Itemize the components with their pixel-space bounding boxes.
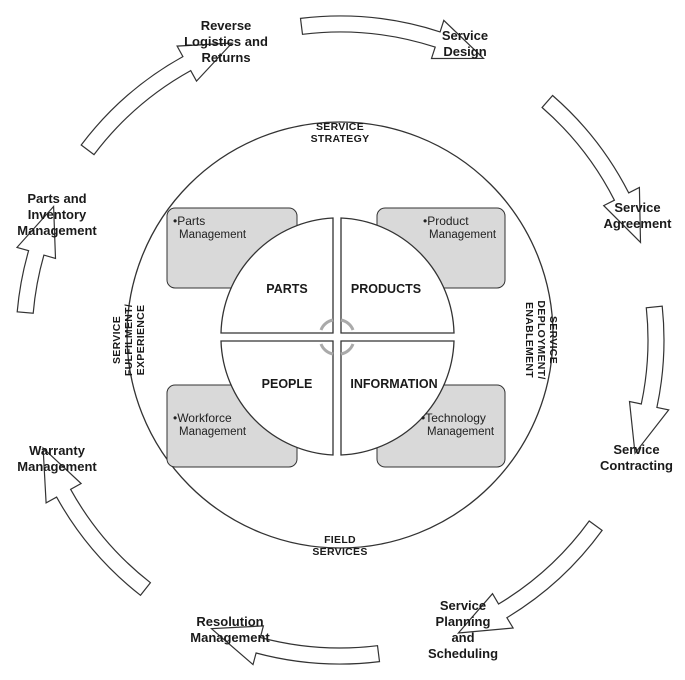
box-text-parts: •Parts Management [173, 214, 246, 242]
quadrant-information [340, 340, 455, 456]
box-bullet-technology: •Technology [421, 411, 486, 425]
cycle-arrows [15, 15, 670, 666]
box-text-technology: •Technology Management [421, 411, 494, 439]
quadrant-people [220, 340, 334, 456]
cycle-arrow-4 [456, 520, 603, 634]
box-sub-workforce: Management [179, 426, 247, 438]
quadrant-parts [220, 217, 334, 334]
step-service-planning: Service Planning and Scheduling [427, 598, 499, 661]
step-resolution-management: Resolution Management [190, 614, 270, 645]
label-products: PRODUCTS [350, 282, 422, 296]
label-information: INFORMATION [350, 377, 438, 391]
service-ring [126, 121, 554, 549]
quadrant-products [340, 217, 455, 334]
step-parts-inventory: Parts and Inventory Management [17, 191, 97, 238]
cycle-arrow-8 [80, 42, 234, 156]
label-people: PEOPLE [261, 377, 313, 391]
box-bullet-product: •Product [423, 214, 469, 228]
caption-field-services: FIELD SERVICES [312, 534, 368, 558]
box-sub-technology: Management [427, 426, 495, 438]
step-service-design: Service Design [441, 28, 489, 59]
cycle-arrow-6 [42, 446, 152, 597]
caption-service-deployment: SERVICE DEPLOYMENT/ ENABLEMENT [523, 300, 559, 380]
caption-service-strategy: SERVICE STRATEGY [310, 121, 370, 145]
box-text-product: •Product Management [423, 214, 496, 242]
box-sub-product: Management [429, 229, 497, 241]
box-sub-parts: Management [179, 229, 247, 241]
cycle-arrow-2 [541, 94, 642, 244]
step-service-agreement: Service Agreement [603, 200, 672, 231]
box-bullet-parts: •Parts [173, 214, 206, 228]
center-cycle-icon [319, 318, 355, 356]
cycle-arrow-3 [628, 305, 670, 455]
box-bullet-workforce: •Workforce [173, 411, 232, 425]
step-warranty-management: Warranty Management [17, 443, 97, 474]
cycle-arrow-1 [299, 15, 485, 60]
inner-circle [220, 217, 455, 456]
step-reverse-logistics: Reverse Logistics and Returns [184, 18, 268, 65]
label-parts: PARTS [266, 282, 308, 296]
cycle-arrow-5 [209, 625, 381, 666]
step-service-contracting: Service Contracting [600, 442, 673, 473]
cycle-arrow-7 [15, 204, 57, 314]
caption-service-fulfilment: SERVICE FULFILMENT/ EXPERIENCE [111, 303, 147, 377]
box-text-workforce: •Workforce Management [173, 411, 246, 439]
